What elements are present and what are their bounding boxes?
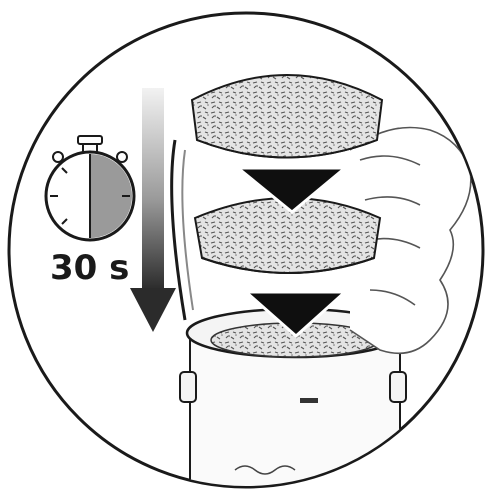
timer-label: 30 s — [50, 248, 129, 288]
rice-pan-top — [192, 75, 382, 158]
stopwatch-icon — [46, 136, 134, 240]
